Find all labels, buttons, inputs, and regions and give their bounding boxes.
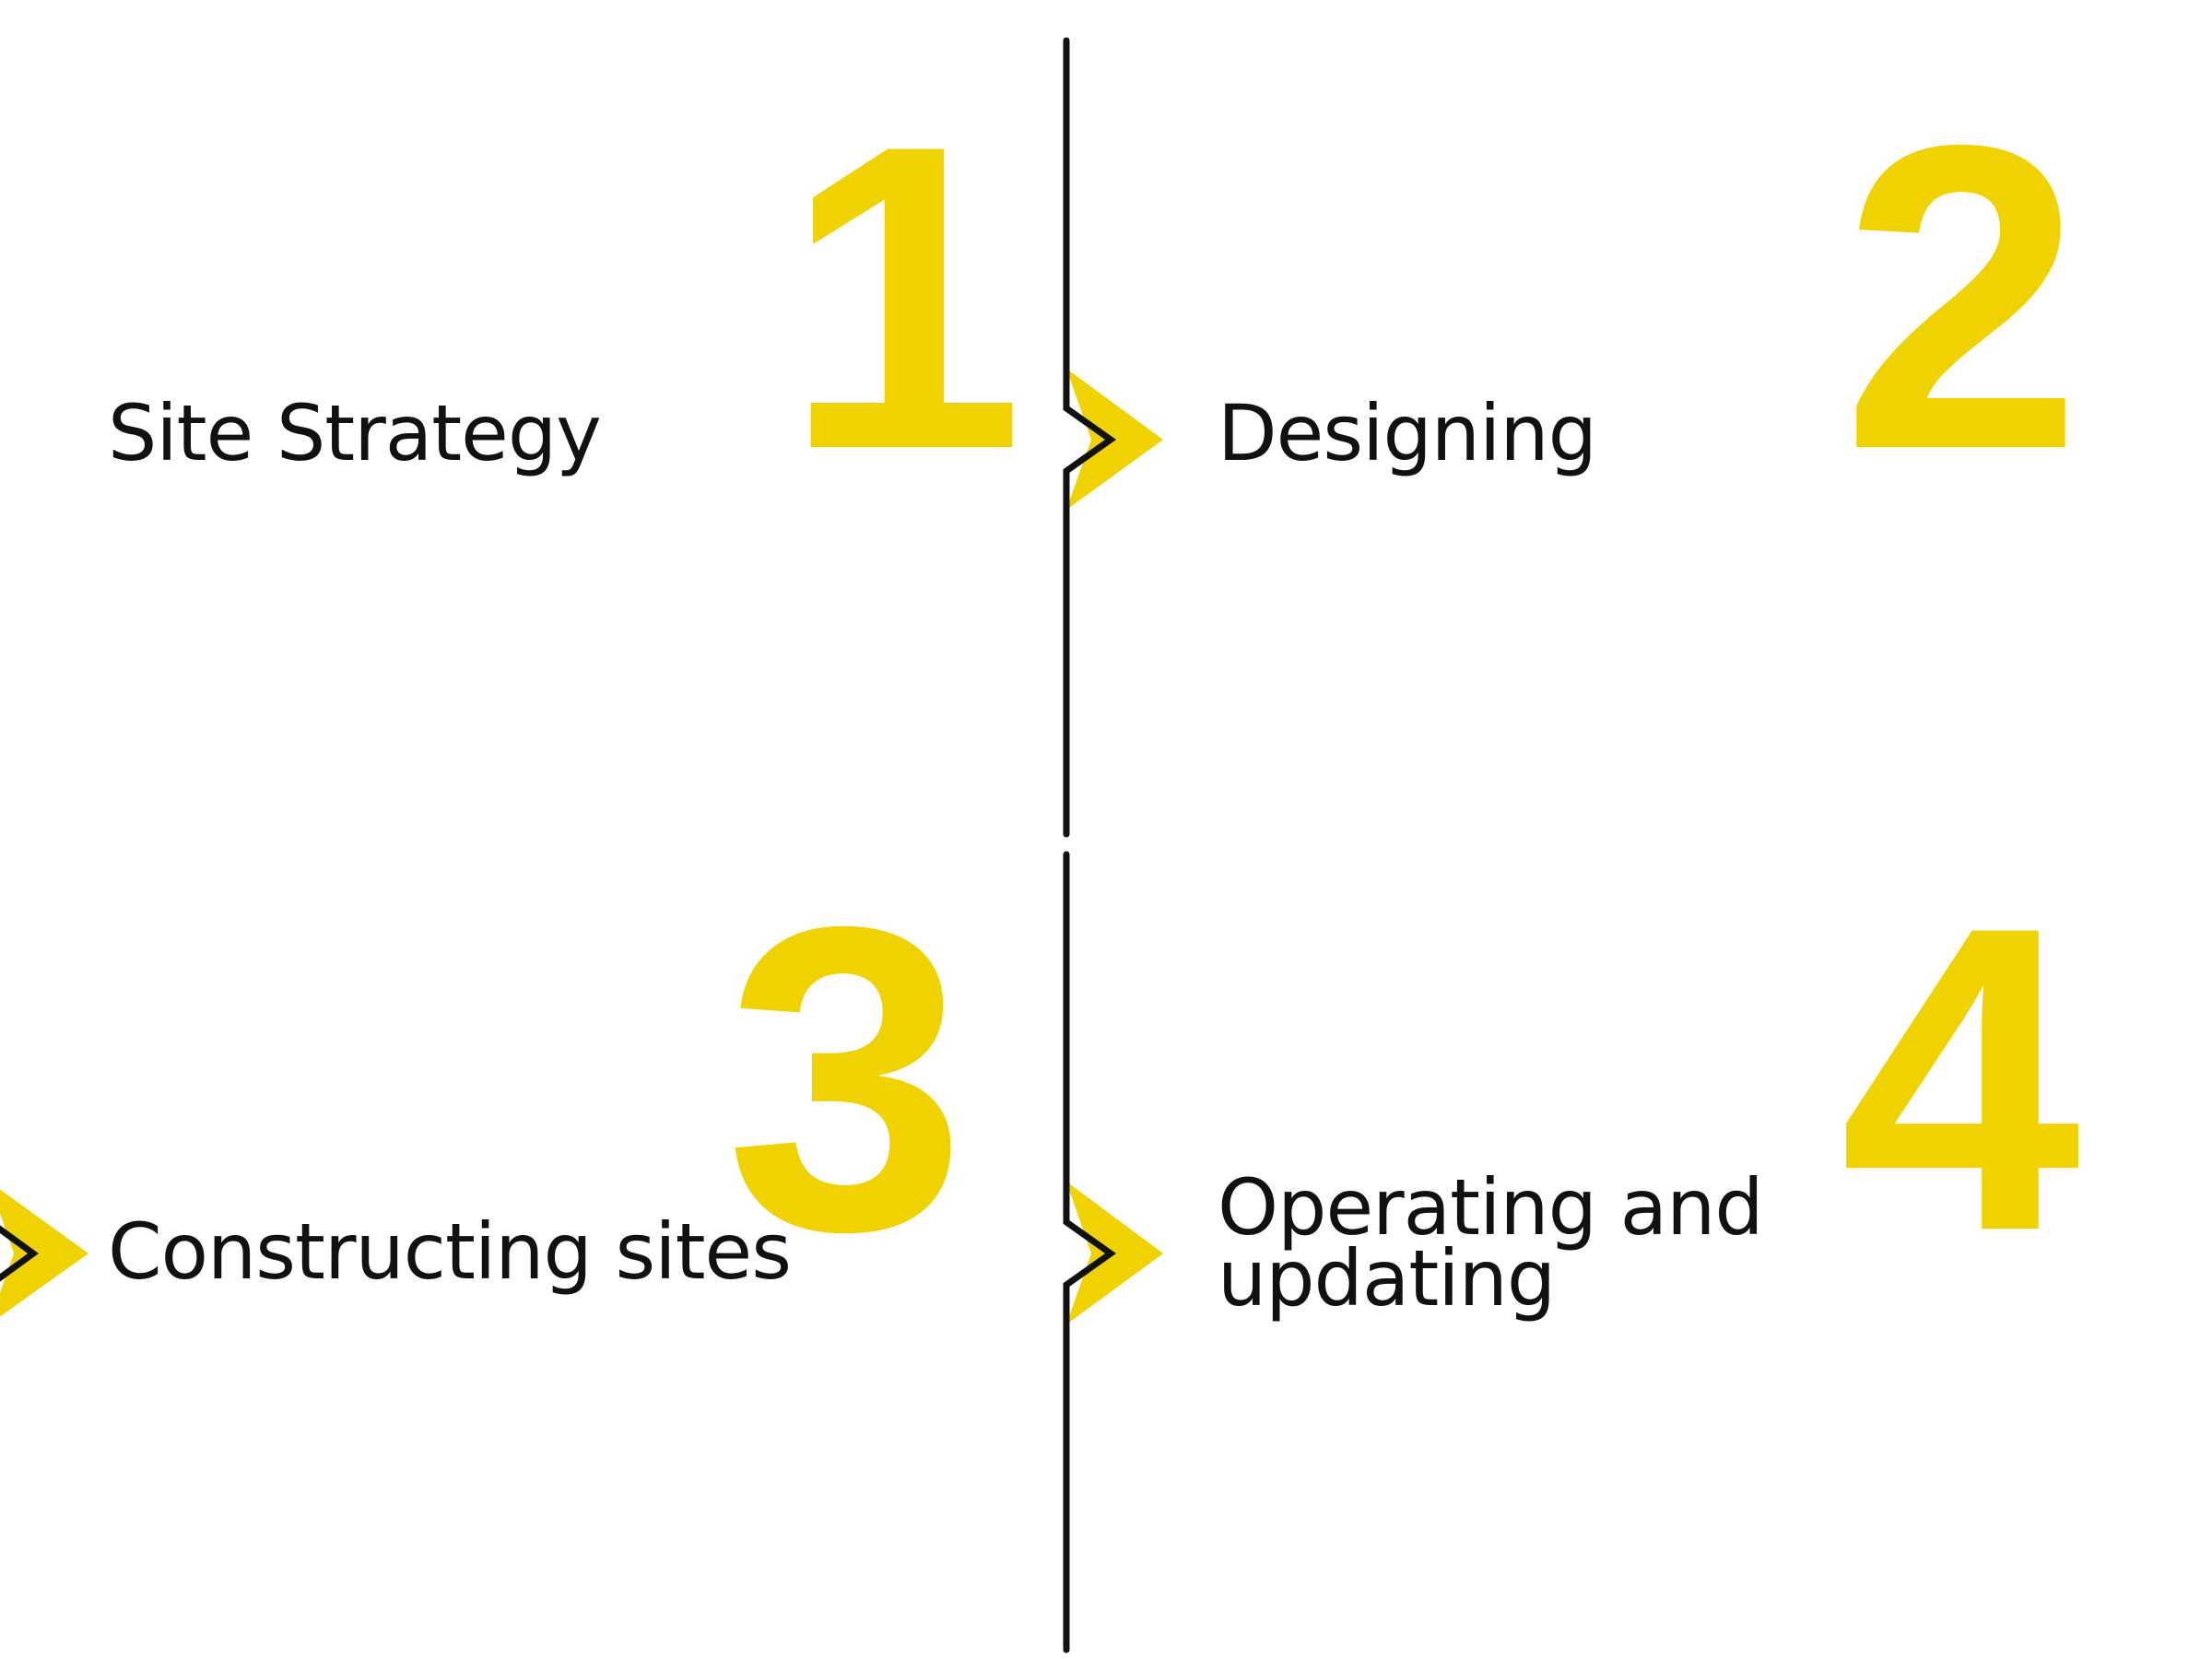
timeline-line-top <box>1063 37 1117 838</box>
chevron-step-3-yellow <box>0 1189 88 1317</box>
step-label-4: Operating and updating <box>1218 1162 1764 1324</box>
timeline-line-bottom <box>1063 851 1117 1653</box>
step-number-4: 4 <box>1840 837 2081 1321</box>
step-label-1: Site Strategy <box>108 388 602 478</box>
step-label-2: Designing <box>1218 388 1597 478</box>
step-label-3: Constructing sites <box>108 1206 792 1297</box>
step-number-1: 1 <box>783 55 1025 539</box>
step-number-2: 2 <box>1841 55 2083 539</box>
step-number-3: 3 <box>725 837 967 1321</box>
timeline-notch-left <box>0 1225 39 1282</box>
